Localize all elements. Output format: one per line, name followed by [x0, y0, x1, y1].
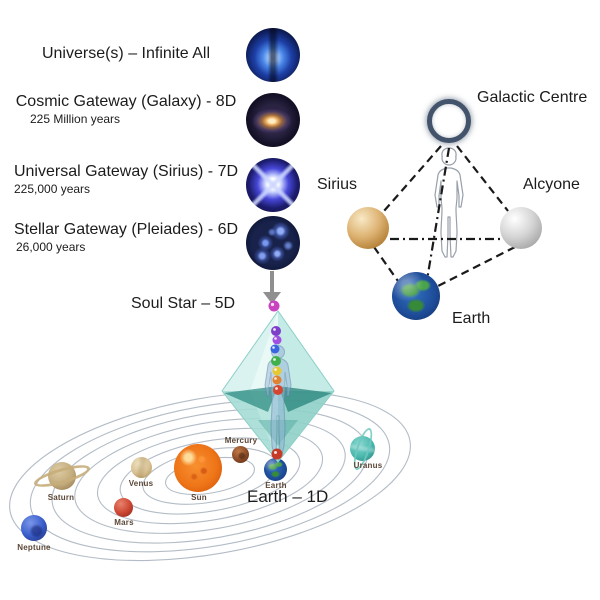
- planet-saturn: [48, 462, 76, 490]
- planet-neptune: [21, 515, 47, 541]
- spiral-galaxy-image: [246, 93, 300, 147]
- chakra-throat: [270, 344, 280, 354]
- saturn-label: Saturn: [47, 493, 75, 502]
- chakra-sacral: [272, 375, 282, 385]
- chakra-root: [273, 385, 283, 395]
- planet-mars: [114, 498, 133, 517]
- alcyone-label: Alcyone: [523, 176, 580, 193]
- planet-earth: [264, 458, 287, 481]
- cosmic-gateway-title: Cosmic Gateway (Galaxy) - 8D: [15, 93, 237, 110]
- universal-gateway-label-block: Universal Gateway (Sirius) - 7D 225,000 …: [0, 162, 252, 197]
- soul-star-label: Soul Star – 5D: [131, 295, 236, 312]
- sirius-sphere: [347, 207, 389, 249]
- stellar-gateway-label-block: Stellar Gateway (Pleiades) - 6D 26,000 y…: [0, 220, 252, 255]
- planet-uranus: [350, 436, 375, 461]
- uranus-label: Uranus: [353, 461, 383, 470]
- stellar-gateway-subtitle: 26,000 years: [16, 240, 86, 254]
- down-arrow-icon: [263, 271, 281, 304]
- mars-label: Mars: [114, 518, 134, 527]
- universe-label-block: Universe(s) – Infinite All: [0, 44, 252, 64]
- chakra-soul-star: [268, 300, 280, 312]
- earth-1d-label: Earth – 1D: [247, 487, 329, 506]
- mercury-label: Mercury: [224, 436, 258, 445]
- universal-gateway-subtitle: 225,000 years: [14, 182, 91, 196]
- sun-image: [174, 444, 222, 492]
- chakra-heart: [271, 356, 281, 366]
- universal-gateway-title: Universal Gateway (Sirius) - 7D: [13, 163, 239, 180]
- earth-node-label: Earth: [452, 310, 491, 327]
- earth-sphere: [392, 272, 440, 320]
- universe-title: Universe(s) – Infinite All: [41, 45, 211, 62]
- cosmic-gateway-subtitle: 225 Million years: [30, 112, 121, 126]
- neptune-label: Neptune: [17, 543, 51, 552]
- galactic-centre-label: Galactic Centre: [477, 89, 588, 106]
- stellar-gateway-title: Stellar Gateway (Pleiades) - 6D: [13, 221, 239, 238]
- alcyone-sphere: [500, 207, 542, 249]
- universe-nebula-image: [246, 28, 300, 82]
- chakra-crown: [271, 326, 281, 336]
- cosmic-gateway-label-block: Cosmic Gateway (Galaxy) - 8D 225 Million…: [0, 92, 252, 127]
- chakra-solar-plexus: [272, 366, 282, 376]
- planet-mercury: [232, 446, 249, 463]
- sirius-star-image: [246, 158, 300, 212]
- venus-label: Venus: [128, 479, 154, 488]
- sirius-label: Sirius: [317, 176, 358, 193]
- pleiades-cluster-image: [246, 216, 300, 270]
- sun-label: Sun: [191, 493, 207, 502]
- planet-venus: [131, 457, 152, 478]
- galactic-centre-node: [427, 99, 471, 143]
- chakra-third-eye: [272, 335, 282, 345]
